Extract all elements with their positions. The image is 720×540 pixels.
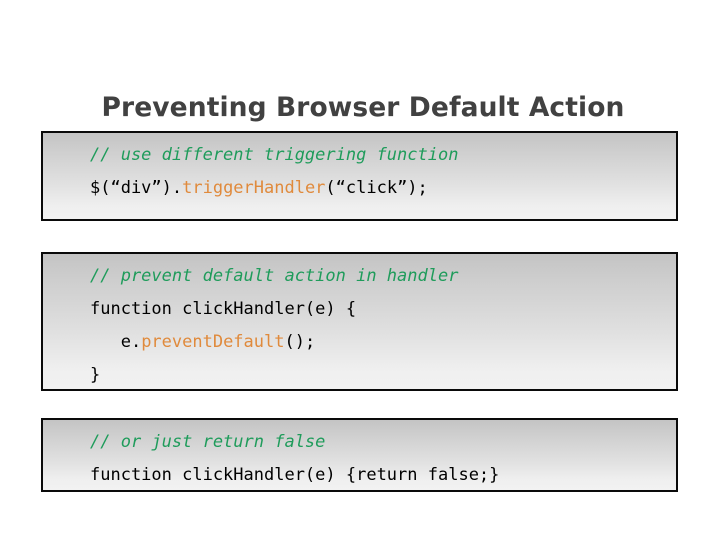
code-token-comment: // prevent default action in handler: [90, 266, 459, 286]
code-block-prevent-default: // prevent default action in handler func…: [41, 252, 678, 391]
code-line: function clickHandler(e) {return false;}: [43, 459, 676, 490]
code-line: e.preventDefault();: [43, 326, 676, 359]
code-token-comment: // or just return false: [90, 432, 326, 452]
code-block-trigger-handler: // use different triggering function $(“d…: [41, 131, 678, 221]
code-line: function clickHandler(e) {: [43, 293, 676, 326]
code-token-plain: function clickHandler(e) {: [90, 299, 357, 319]
code-token-plain: function clickHandler(e) {return false;}: [90, 465, 500, 485]
code-line: $(“div”).triggerHandler(“click”);: [43, 172, 676, 205]
code-line: // or just return false: [43, 426, 676, 459]
code-token-method: triggerHandler: [182, 178, 326, 198]
code-block-return-false: // or just return false function clickHan…: [41, 418, 678, 492]
code-line: }: [43, 359, 676, 389]
code-line: // use different triggering function: [43, 139, 676, 172]
code-token-comment: // use different triggering function: [90, 145, 459, 165]
code-token-plain: }: [90, 365, 101, 385]
code-token-plain: (“click”);: [325, 178, 428, 198]
code-token-method: preventDefault: [141, 332, 285, 352]
page-title: Preventing Browser Default Action: [101, 91, 625, 123]
code-line: // prevent default action in handler: [43, 260, 676, 293]
code-token-plain: e.: [90, 332, 142, 352]
code-token-plain: $(“div”).: [90, 178, 183, 198]
code-token-plain: ();: [284, 332, 316, 352]
